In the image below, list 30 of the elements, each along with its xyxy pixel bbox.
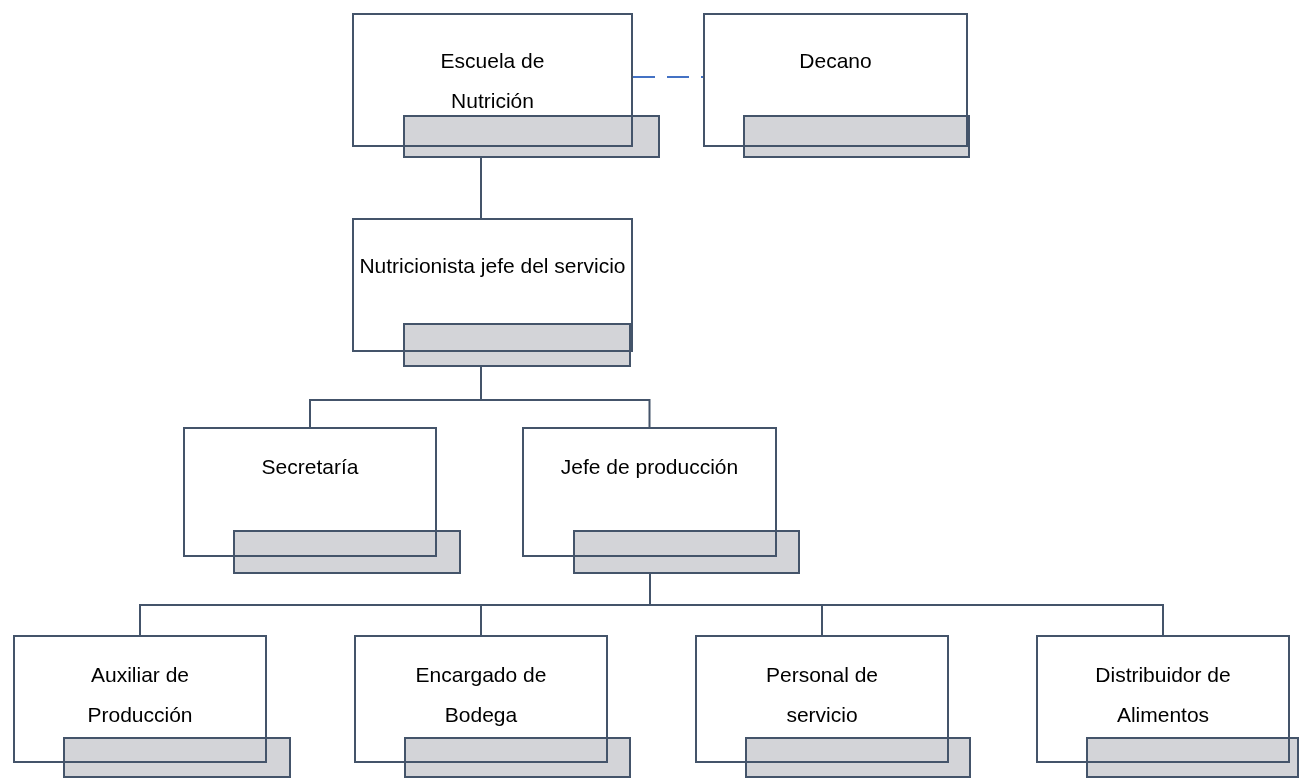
name-bar xyxy=(745,737,971,778)
position-box xyxy=(183,427,437,557)
name-bar xyxy=(1086,737,1299,778)
position-title: Encargado de Bodega xyxy=(414,662,548,728)
position-title: Personal de servicio xyxy=(764,662,880,728)
connector-line xyxy=(480,366,651,428)
name-bar xyxy=(573,530,800,574)
position-title: Distribuidor de Alimentos xyxy=(1094,662,1232,728)
position-box xyxy=(522,427,777,557)
name-bar xyxy=(233,530,461,574)
position-title: Auxiliar de Producción xyxy=(86,662,194,728)
name-bar xyxy=(404,737,631,778)
position-title: Secretaría xyxy=(261,454,359,480)
position-box xyxy=(352,218,633,352)
position-title: Decano xyxy=(799,48,872,74)
position-box xyxy=(695,635,949,763)
position-box xyxy=(1036,635,1290,763)
name-bar xyxy=(63,737,291,778)
name-bar xyxy=(403,323,631,367)
name-bar xyxy=(403,115,660,158)
dashed-connector xyxy=(632,76,704,78)
name-bar xyxy=(743,115,970,158)
position-box xyxy=(13,635,267,763)
position-box xyxy=(352,13,633,147)
position-title: Jefe de producción xyxy=(560,454,739,480)
position-box xyxy=(703,13,968,147)
position-title: Escuela de Nutrición xyxy=(439,48,546,114)
connector-line xyxy=(480,157,482,219)
position-box xyxy=(354,635,608,763)
position-title: Nutricionista jefe del servicio xyxy=(359,253,626,279)
